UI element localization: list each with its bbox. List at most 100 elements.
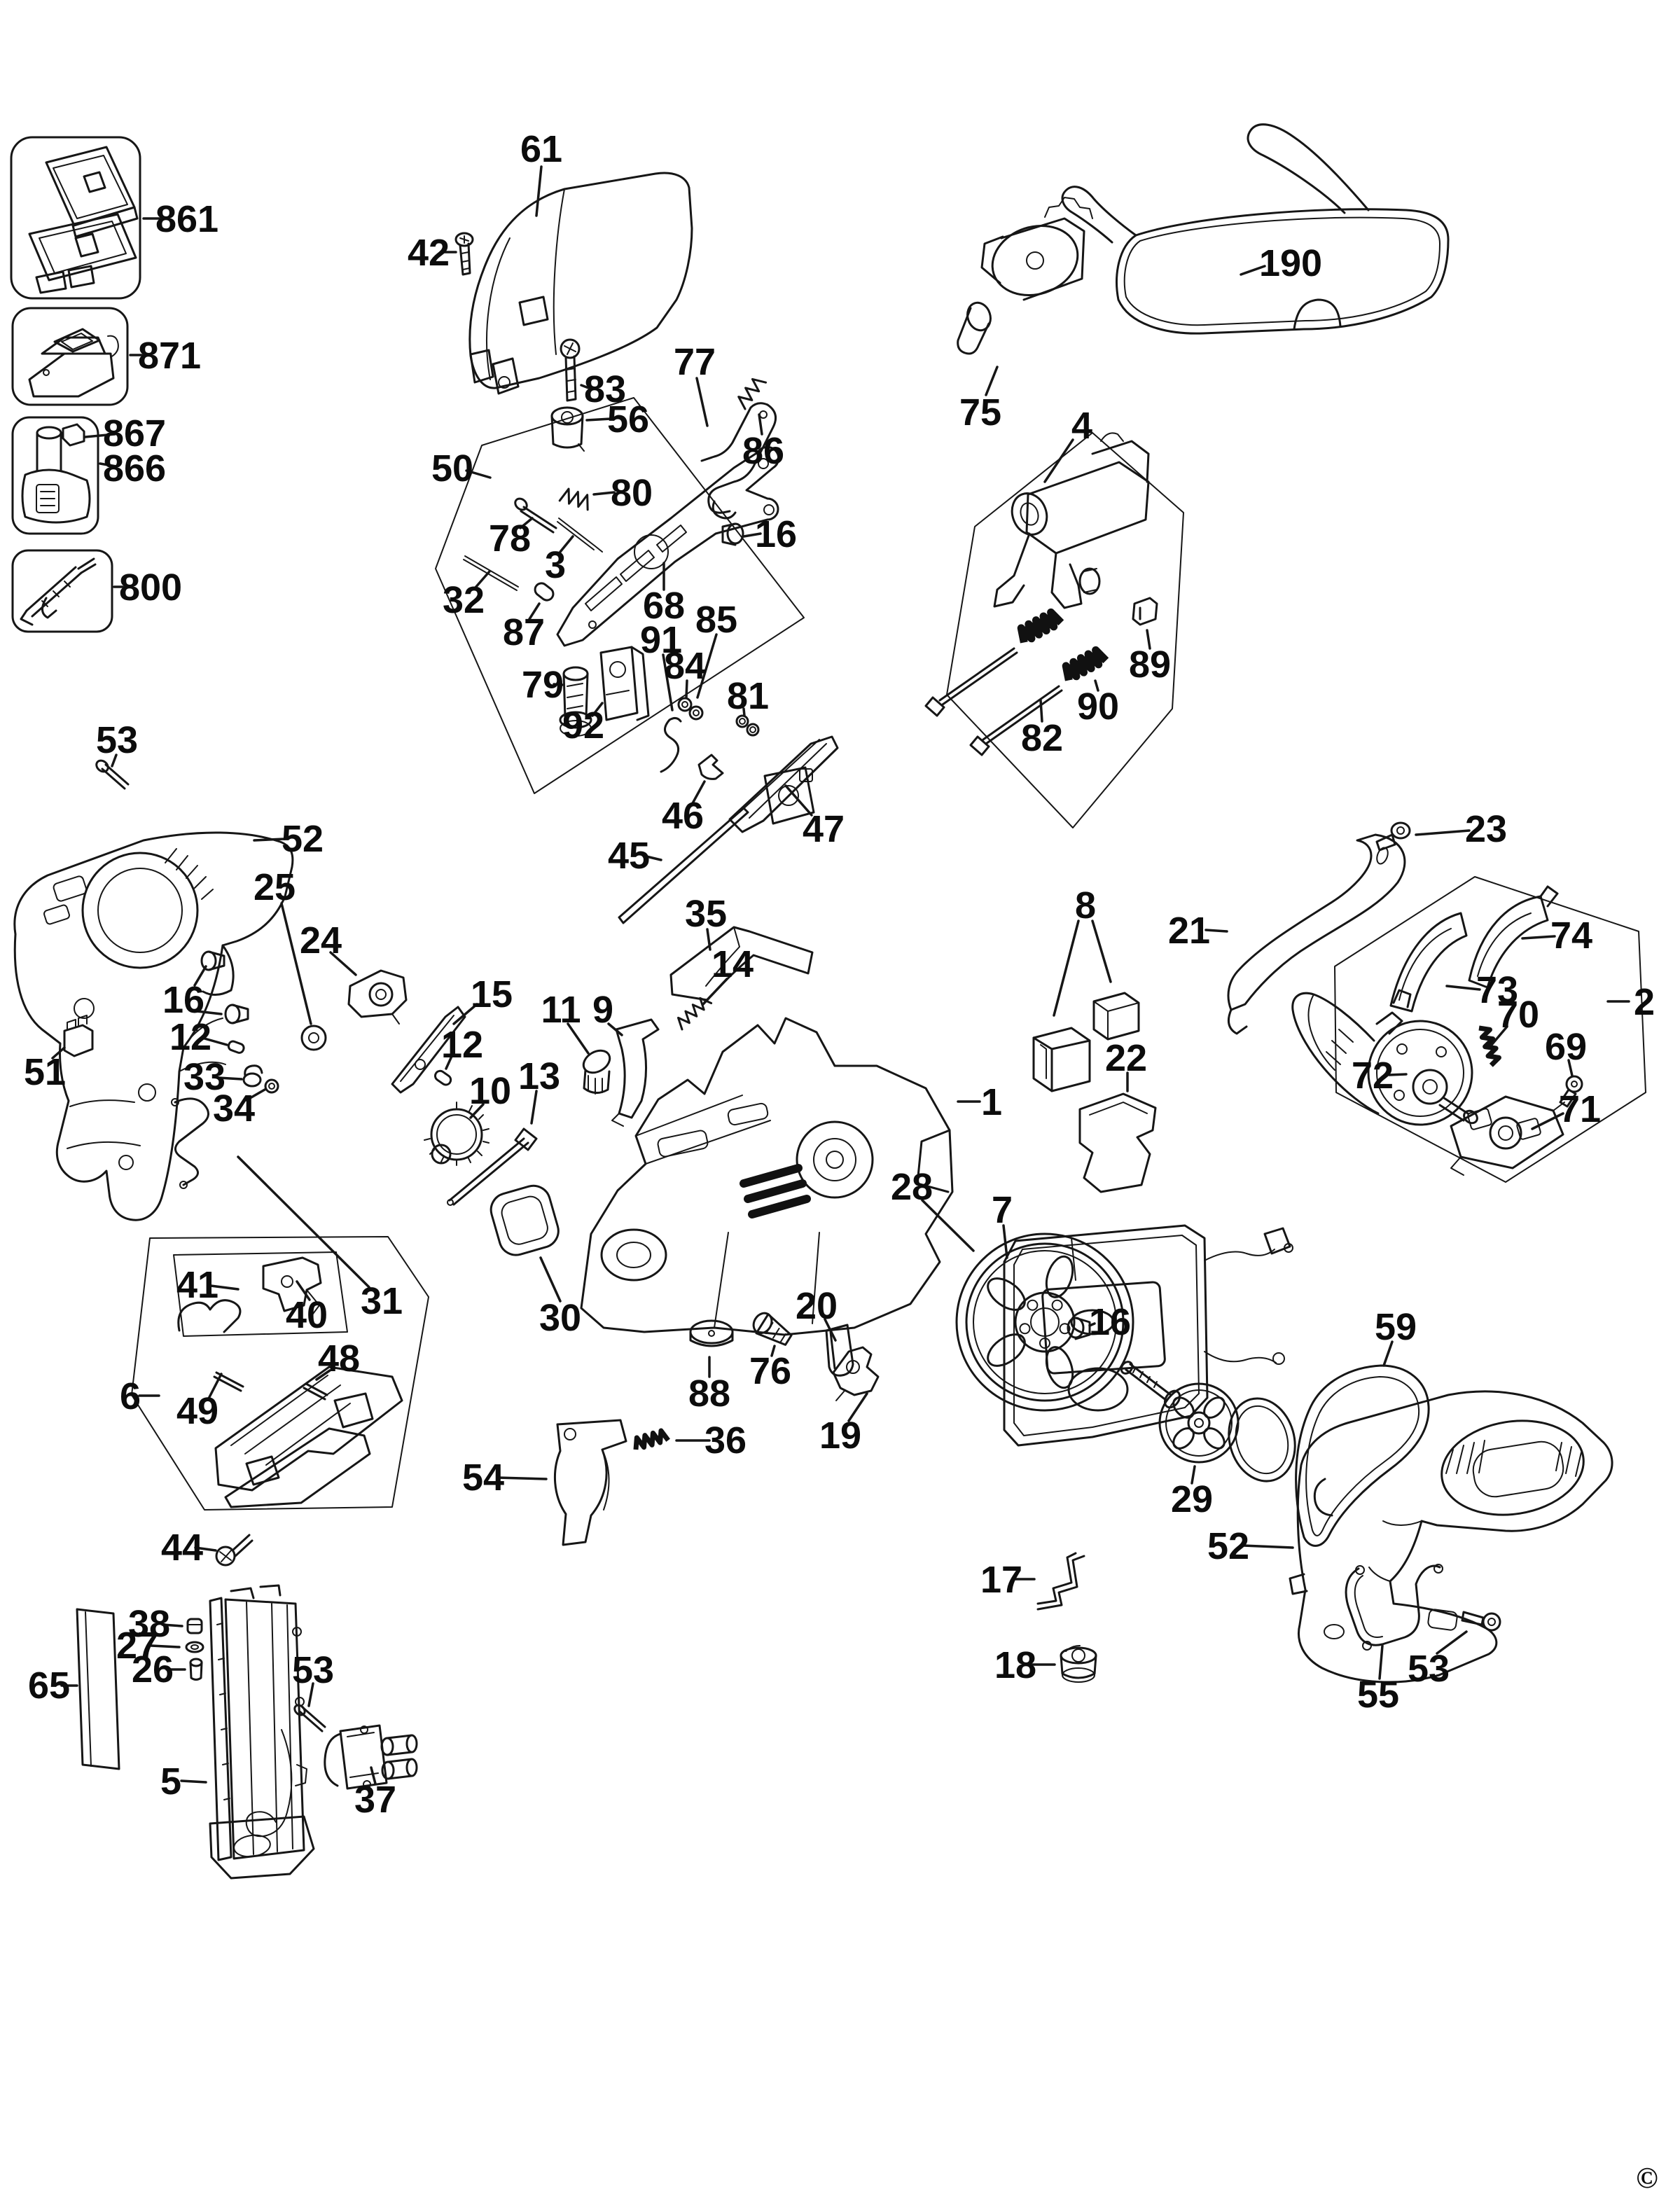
leader-line-56 [585, 417, 612, 422]
clamshell-right-52-drawing [1289, 1390, 1613, 1683]
part-label-73: 73 [1476, 969, 1518, 1011]
leader-line-61 [535, 165, 543, 217]
leader-line-78 [519, 517, 534, 529]
part-label-75: 75 [959, 391, 1001, 433]
part-label-18: 18 [994, 1644, 1036, 1686]
follower-19-drawing [832, 1346, 880, 1401]
leader-line-5 [180, 1779, 207, 1784]
leader-line-15 [452, 1003, 478, 1025]
part-label-866: 866 [103, 447, 166, 489]
cap-33-drawing [242, 1064, 263, 1088]
flywheel-28-drawing [955, 1233, 1134, 1412]
clamshell-left-52-drawing [13, 831, 294, 1221]
kit-case-861-drawing [10, 136, 141, 300]
leader-line-23 [1415, 829, 1471, 836]
leader-line-16 [193, 965, 207, 987]
part-label-10: 10 [469, 1070, 511, 1112]
screw-23-drawing [1375, 821, 1411, 852]
part-label-84: 84 [664, 645, 706, 687]
leader-line-86 [758, 413, 763, 436]
part-label-24: 24 [300, 919, 342, 961]
part-label-53: 53 [96, 719, 138, 761]
brush-holder-71-drawing [1450, 1095, 1565, 1176]
part-label-50: 50 [431, 447, 473, 489]
leader-line-38 [161, 1623, 183, 1627]
part-label-861: 861 [155, 198, 218, 240]
part-label-52: 52 [282, 818, 324, 860]
push-rod-13-drawing [447, 1127, 538, 1206]
leader-line-69 [1567, 1059, 1574, 1077]
leader-line-34 [245, 1088, 266, 1102]
part-label-3: 3 [545, 544, 566, 586]
part-label-48: 48 [318, 1338, 360, 1380]
part-label-44: 44 [161, 1527, 203, 1569]
leader-line-28 [921, 1199, 975, 1252]
leader-line-77 [695, 377, 709, 427]
leader-line-20 [824, 1318, 837, 1342]
leader-line-46 [691, 780, 706, 805]
leader-line-52 [253, 838, 286, 842]
part-label-69: 69 [1545, 1026, 1587, 1068]
part-label-85: 85 [695, 599, 737, 641]
part-label-87: 87 [503, 611, 545, 653]
leader-line-84 [685, 679, 688, 699]
part-label-12: 12 [169, 1016, 211, 1058]
screw-16-right-drawing [1067, 1317, 1091, 1340]
part-label-8: 8 [1075, 884, 1096, 926]
leader-line-49 [207, 1373, 223, 1400]
part-label-4: 4 [1071, 405, 1092, 447]
belt-hook-55-drawing [1345, 1564, 1443, 1646]
part-label-26: 26 [132, 1648, 174, 1690]
part-label-89: 89 [1129, 644, 1171, 686]
leader-line-190 [1240, 265, 1266, 276]
part-label-16: 16 [1089, 1301, 1131, 1343]
leader-line-54 [496, 1476, 548, 1480]
leader-line-32 [473, 570, 491, 590]
part-label-51: 51 [24, 1051, 66, 1093]
pin-53-top-drawing [95, 759, 130, 790]
leader-line-14 [702, 978, 728, 1006]
carrier-47-drawing [728, 735, 839, 833]
kit50-internals [463, 445, 780, 773]
kit6-internals [177, 1256, 403, 1508]
part-label-16: 16 [755, 513, 797, 555]
spring-86-drawing [737, 377, 768, 410]
leader-line-12 [445, 1052, 454, 1070]
leader-line-867 [84, 433, 116, 438]
part-label-77: 77 [674, 341, 716, 383]
part-label-83: 83 [584, 368, 626, 410]
part-label-36: 36 [704, 1419, 747, 1461]
spring-14-drawing [676, 997, 713, 1031]
part-label-2: 2 [1634, 981, 1655, 1023]
kit4-internals [924, 432, 1158, 756]
part-label-13: 13 [518, 1055, 560, 1097]
magazine-5-drawing [209, 1584, 315, 1880]
leader-line-83 [580, 384, 592, 390]
part-label-71: 71 [1559, 1088, 1601, 1130]
leader-line-30 [539, 1256, 562, 1303]
leader-line-13 [530, 1090, 538, 1125]
part-label-59: 59 [1375, 1306, 1417, 1348]
part-label-52: 52 [1207, 1525, 1249, 1567]
gearbox-assembly-1-drawing [580, 1017, 954, 1336]
leader-line-33 [217, 1076, 243, 1081]
leader-line-53 [1436, 1630, 1468, 1655]
pusher-kit-4-boundary [946, 432, 1184, 828]
bracket-strap-21-drawing [1227, 833, 1406, 1035]
leader-line-25 [280, 902, 312, 1025]
screw-69-drawing [1559, 1075, 1583, 1108]
leader-line-87 [528, 602, 541, 620]
part-label-28: 28 [891, 1166, 933, 1208]
cover-plate-7-drawing [1003, 1224, 1293, 1447]
leader-line-50 [465, 469, 492, 479]
grommet-18-drawing [1060, 1645, 1097, 1683]
part-label-21: 21 [1168, 910, 1210, 952]
washer-27-drawing [185, 1641, 204, 1653]
leader-line-91 [662, 653, 674, 711]
leader-line-75 [985, 366, 999, 396]
bumper-pads-8-drawing [1032, 992, 1140, 1092]
part-label-7: 7 [992, 1189, 1013, 1231]
leader-line-90 [1094, 679, 1099, 692]
